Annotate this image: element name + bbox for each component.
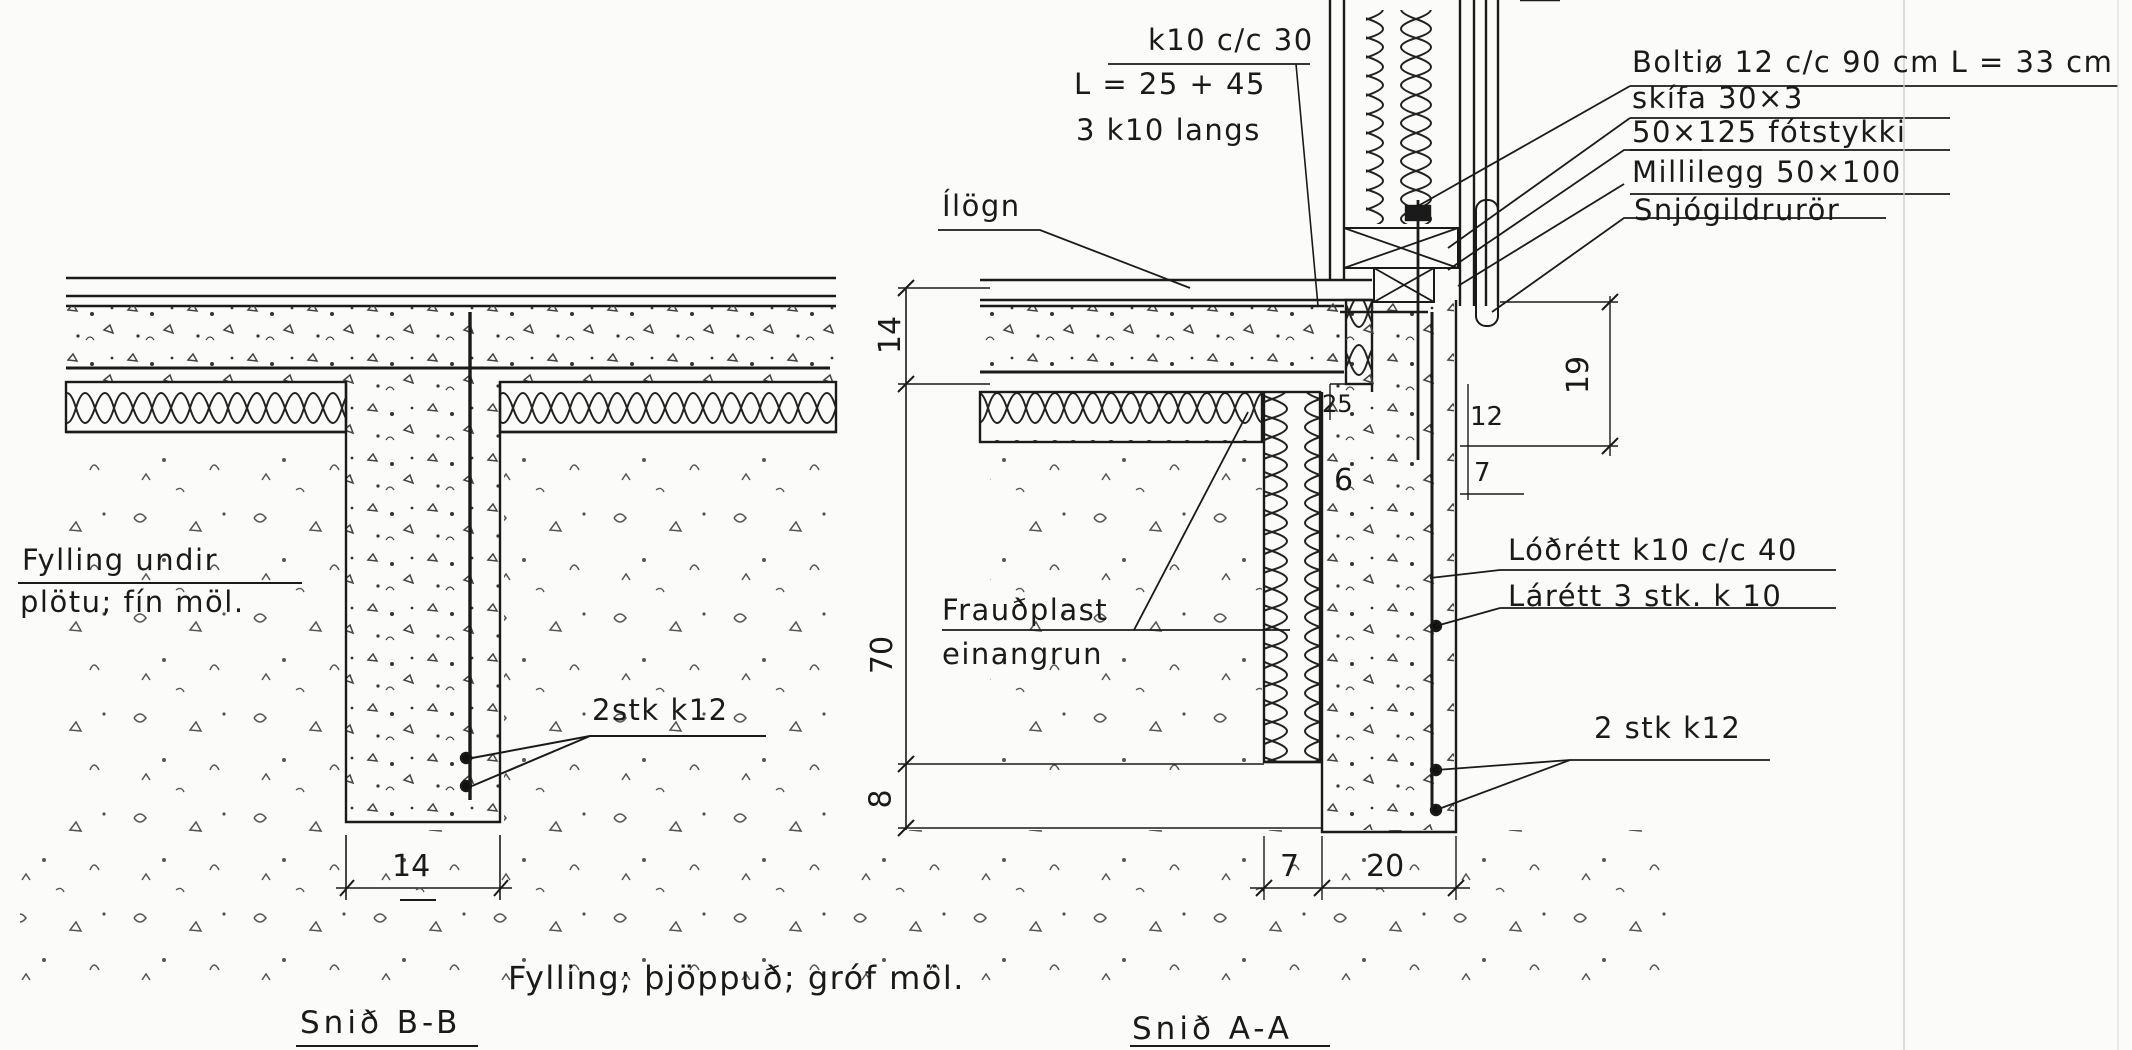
bottom-fill-label: Fylling; þjöppuð; gróf möl.: [508, 959, 965, 997]
dim-19-a: 19: [1561, 355, 1597, 395]
skifa-label: skífa 30×3: [1632, 81, 1804, 115]
section-b-title: Snið B-B: [300, 1005, 462, 1041]
dim-width-b: 14: [392, 849, 431, 884]
gravel-fill: [504, 436, 836, 836]
top-rebar-line2: L = 25 + 45: [1074, 67, 1266, 101]
sill-label: 50×125 fótstykki: [1632, 115, 1907, 149]
vertical-rebar-label: Lóðrétt k10 c/c 40: [1508, 533, 1798, 567]
rebar-label-b: 2stk k12: [592, 693, 729, 727]
ilogn-label: Ílögn: [942, 189, 1021, 223]
insulation-line2: einangrun: [942, 637, 1104, 671]
dim-25-a: 25: [1322, 390, 1353, 418]
section-a-title: Snið A-A: [1132, 1011, 1293, 1047]
fill-label-line1: Fylling undir: [22, 543, 219, 577]
insulation-line1: Frauðplast: [942, 593, 1109, 627]
fill-label-line2: plötu; fín möl.: [20, 585, 245, 619]
section-a-drawing: [897, 0, 2119, 1050]
gravel-fill: [66, 436, 342, 836]
horizontal-rebar-label: Lárétt 3 stk. k 10: [1508, 579, 1783, 613]
dim-20-a: 20: [1366, 849, 1405, 884]
gravel-fill: [990, 440, 1262, 770]
dim-14-a: 14: [873, 315, 909, 355]
dim-7-bottom-a: 7: [1280, 849, 1300, 884]
top-rebar-line1: k10 c/c 30: [1148, 23, 1314, 57]
rebar-label-a: 2 stk k12: [1594, 711, 1742, 745]
dim-7-top-a: 7: [1474, 458, 1491, 488]
dim-8-a: 8: [863, 789, 899, 809]
dim-6-a: 6: [1334, 463, 1354, 498]
bolt-label: Boltiø 12 c/c 90 cm L = 33 cm: [1632, 45, 2114, 79]
top-rebar-line3: 3 k10 langs: [1076, 113, 1261, 147]
snow-pipe-label: Snjógildrurör: [1634, 193, 1841, 227]
section-b-drawing: [18, 276, 838, 1047]
millilegg-label: Millilegg 50×100: [1632, 155, 1902, 189]
dim-70-a: 70: [865, 635, 901, 675]
gravel-fill: [20, 830, 1680, 980]
dim-12-a: 12: [1470, 402, 1504, 432]
